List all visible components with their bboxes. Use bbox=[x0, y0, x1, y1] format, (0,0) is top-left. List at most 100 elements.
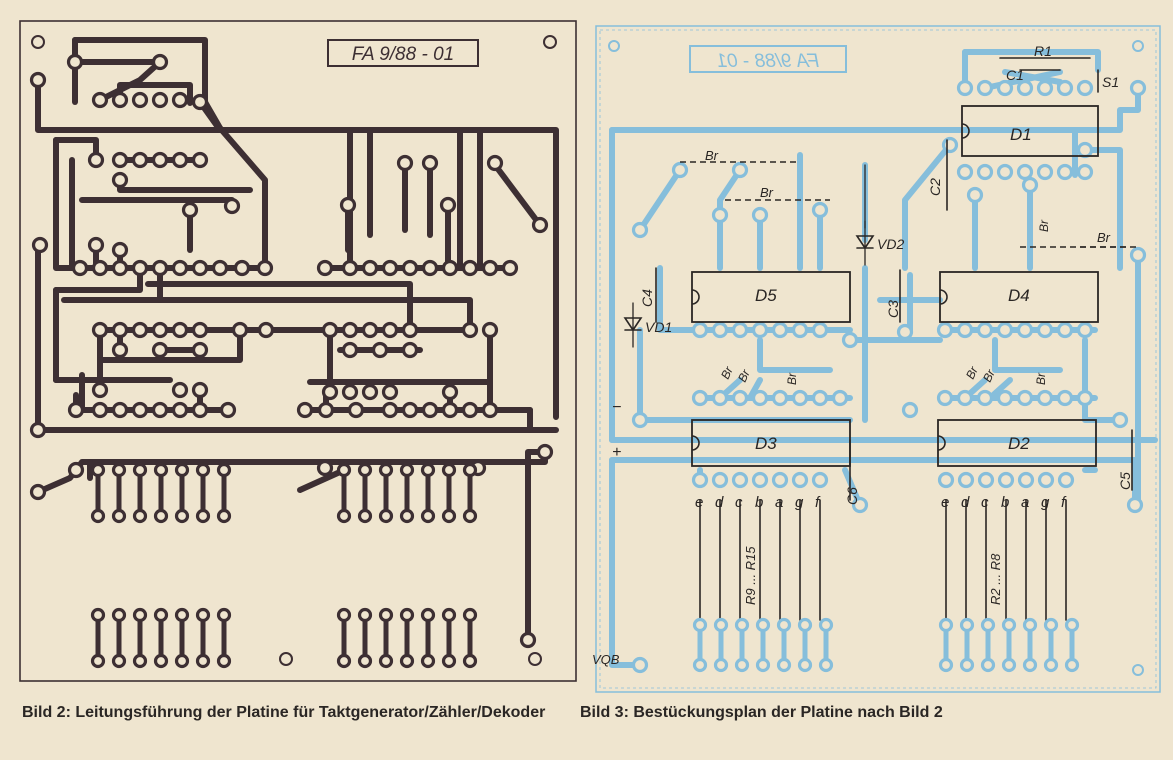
solder-pad bbox=[751, 206, 769, 224]
solder-pad bbox=[1056, 321, 1074, 339]
solder-pad bbox=[1057, 471, 1075, 489]
solder-pad bbox=[341, 259, 359, 277]
board-label-mirrored: FA 9/88 - 01 bbox=[717, 51, 819, 72]
solder-pad bbox=[132, 462, 148, 478]
solder-pad bbox=[191, 93, 209, 111]
solder-pad bbox=[399, 607, 415, 623]
solder-pad bbox=[996, 79, 1014, 97]
solder-pad bbox=[734, 657, 750, 673]
ic-outline bbox=[939, 271, 1099, 323]
solder-pad bbox=[1064, 617, 1080, 633]
solder-pad bbox=[317, 401, 335, 419]
mounting-hole bbox=[608, 40, 620, 52]
solder-pad bbox=[734, 617, 750, 633]
solder-pad bbox=[751, 321, 769, 339]
solder-pad bbox=[181, 201, 199, 219]
solder-pad bbox=[1076, 141, 1094, 159]
solder-pad bbox=[1076, 163, 1094, 181]
solder-pad bbox=[439, 196, 457, 214]
solder-pad bbox=[691, 471, 709, 489]
solder-pad bbox=[1036, 163, 1054, 181]
mounting-hole bbox=[543, 35, 557, 49]
solder-pad bbox=[219, 401, 237, 419]
solder-pad bbox=[67, 401, 85, 419]
solder-pad bbox=[1056, 389, 1074, 407]
solder-pad bbox=[66, 53, 84, 71]
solder-pad bbox=[91, 401, 109, 419]
solder-pad bbox=[67, 461, 85, 479]
solder-pad bbox=[151, 151, 169, 169]
bridge-label: Br bbox=[1097, 230, 1111, 245]
segment-label-a: a bbox=[1021, 494, 1029, 511]
solder-pad bbox=[316, 459, 334, 477]
solder-pad bbox=[171, 151, 189, 169]
solder-pad bbox=[132, 607, 148, 623]
board-outline bbox=[19, 20, 577, 682]
solder-pad bbox=[755, 617, 771, 633]
solder-pad bbox=[216, 462, 232, 478]
solder-pad bbox=[378, 462, 394, 478]
solder-pad bbox=[401, 341, 419, 359]
solder-pad bbox=[339, 196, 357, 214]
solder-pad bbox=[231, 321, 249, 339]
solder-pad bbox=[441, 401, 459, 419]
solder-pad bbox=[191, 341, 209, 359]
solder-pad bbox=[936, 321, 954, 339]
solder-pad bbox=[841, 331, 859, 349]
solder-pad bbox=[461, 259, 479, 277]
solder-pad bbox=[132, 508, 148, 524]
solder-pad bbox=[755, 657, 771, 673]
copper-trace bbox=[177, 297, 473, 333]
solder-pad bbox=[31, 236, 49, 254]
copper-trace bbox=[747, 377, 763, 401]
solder-pad bbox=[711, 471, 729, 489]
copper-trace bbox=[97, 59, 163, 103]
solder-pad bbox=[441, 383, 459, 401]
solder-pad bbox=[711, 389, 729, 407]
ic-outline bbox=[961, 105, 1099, 157]
ic-label-d2: D2 bbox=[1008, 434, 1030, 453]
solder-pad bbox=[771, 471, 789, 489]
solder-pad bbox=[171, 91, 189, 109]
copper-trace bbox=[992, 337, 1063, 373]
solder-pad bbox=[692, 617, 708, 633]
solder-pad bbox=[87, 151, 105, 169]
solder-pad bbox=[316, 259, 334, 277]
capacitor-label-c5: C5 bbox=[1117, 472, 1133, 490]
solder-pad bbox=[336, 508, 352, 524]
copper-trace bbox=[35, 77, 559, 420]
segment-label-b: b bbox=[755, 494, 763, 511]
solder-pad bbox=[174, 653, 190, 669]
segment-label-b: b bbox=[1001, 494, 1009, 511]
solder-pad bbox=[131, 91, 149, 109]
solder-pad bbox=[151, 341, 169, 359]
solder-pad bbox=[692, 657, 708, 673]
solder-pad bbox=[151, 401, 169, 419]
solder-pad bbox=[1036, 79, 1054, 97]
solder-pad bbox=[811, 201, 829, 219]
solder-pad bbox=[797, 657, 813, 673]
solder-pad bbox=[336, 462, 352, 478]
solder-pad bbox=[1017, 471, 1035, 489]
solder-pad bbox=[631, 411, 649, 429]
segment-label-e: e bbox=[941, 494, 949, 511]
solder-pad bbox=[191, 321, 209, 339]
solder-pad bbox=[90, 653, 106, 669]
solder-pad bbox=[519, 631, 537, 649]
solder-pad bbox=[957, 471, 975, 489]
ic-outline bbox=[937, 419, 1097, 467]
solder-pad bbox=[462, 653, 478, 669]
solder-pad bbox=[1036, 389, 1054, 407]
solder-pad bbox=[111, 607, 127, 623]
solder-pad bbox=[341, 321, 359, 339]
solder-pad bbox=[321, 383, 339, 401]
solder-pad bbox=[399, 508, 415, 524]
solder-pad bbox=[956, 389, 974, 407]
mounting-hole bbox=[1132, 40, 1144, 52]
solder-pad bbox=[441, 607, 457, 623]
copper-trace bbox=[72, 37, 268, 271]
solder-pad bbox=[336, 653, 352, 669]
solder-pad bbox=[111, 259, 129, 277]
solder-pad bbox=[401, 321, 419, 339]
solder-pad bbox=[441, 653, 457, 669]
